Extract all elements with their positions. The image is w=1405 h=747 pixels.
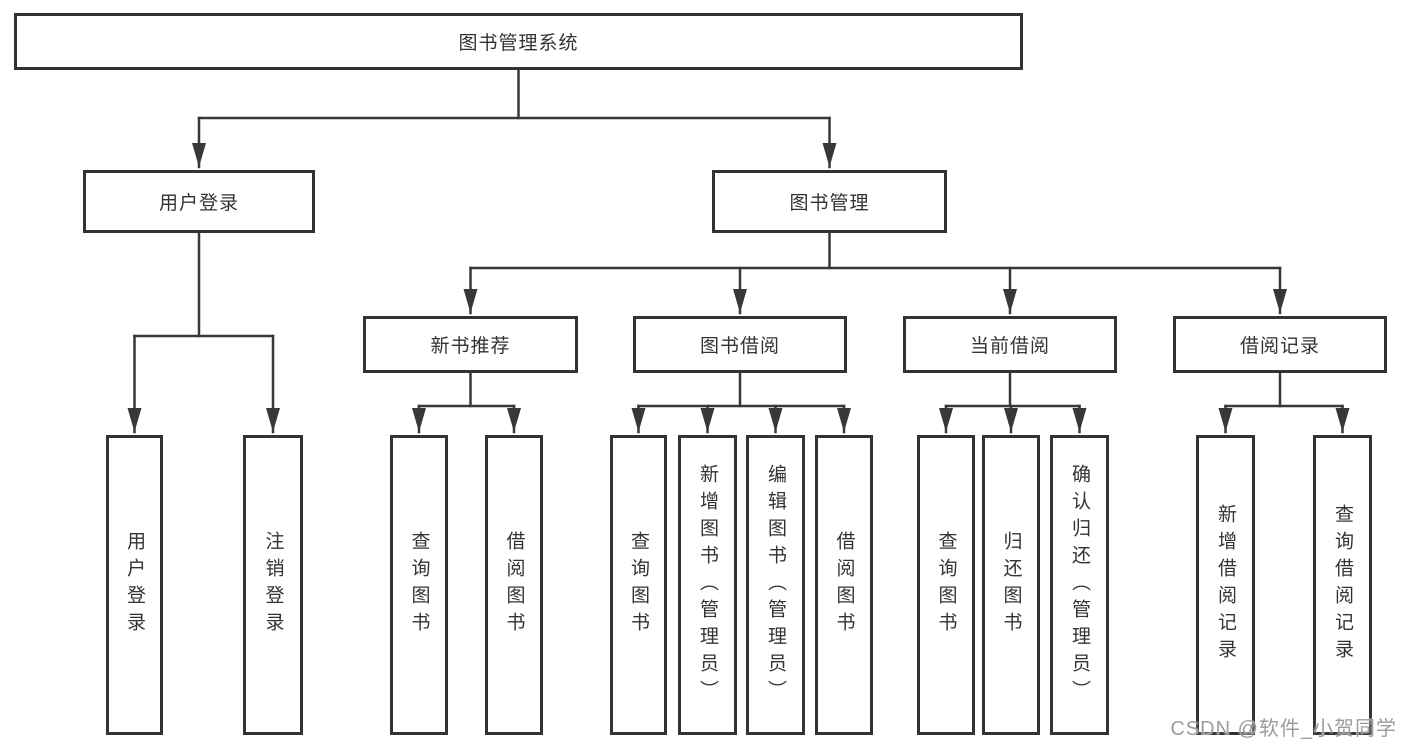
connector-book-borrow-children bbox=[631, 371, 851, 434]
node-new-book-recommend-label: 新书推荐 bbox=[430, 336, 511, 357]
node-borrow-records-label: 借阅记录 bbox=[1239, 336, 1320, 357]
node-leaf-edit-book-admin: 编辑图书（管理员） bbox=[746, 435, 805, 735]
node-leaf-add-borrow-record: 新增借阅记录 bbox=[1196, 435, 1255, 735]
node-leaf-query-books-recommend: 查询图书 bbox=[390, 435, 448, 735]
node-leaf-user-login-label: 用户登录 bbox=[124, 531, 145, 639]
node-leaf-query-books-borrow-label: 查询图书 bbox=[628, 531, 649, 639]
node-book-management: 图书管理 bbox=[712, 170, 947, 233]
node-book-borrow-label: 图书借阅 bbox=[699, 336, 780, 357]
node-leaf-borrow-books-recommend-label: 借阅图书 bbox=[503, 531, 525, 639]
node-leaf-edit-book-admin-label: 编辑图书（管理员） bbox=[765, 463, 786, 707]
node-new-book-recommend: 新书推荐 bbox=[363, 316, 578, 373]
connector-book-management-children bbox=[463, 231, 1287, 315]
csdn-watermark: CSDN @软件_小贺同学 bbox=[1170, 718, 1397, 740]
node-leaf-borrow-books: 借阅图书 bbox=[815, 435, 873, 735]
node-user-login: 用户登录 bbox=[83, 170, 315, 233]
node-leaf-query-books-borrow: 查询图书 bbox=[610, 435, 667, 735]
node-leaf-confirm-return-admin: 确认归还（管理员） bbox=[1050, 435, 1109, 735]
node-leaf-add-book-admin: 新增图书（管理员） bbox=[678, 435, 737, 735]
node-leaf-query-books-recommend-label: 查询图书 bbox=[408, 531, 430, 639]
node-leaf-borrow-books-label: 借阅图书 bbox=[833, 531, 855, 639]
node-leaf-confirm-return-admin-label: 确认归还（管理员） bbox=[1069, 463, 1090, 707]
node-user-login-label: 用户登录 bbox=[158, 193, 239, 214]
node-leaf-add-borrow-record-label: 新增借阅记录 bbox=[1215, 504, 1236, 666]
node-current-borrow: 当前借阅 bbox=[903, 316, 1117, 373]
node-root: 图书管理系统 bbox=[14, 13, 1023, 70]
node-leaf-query-books-current-label: 查询图书 bbox=[935, 531, 957, 639]
node-leaf-logout-label: 注销登录 bbox=[262, 531, 284, 639]
node-leaf-query-books-current: 查询图书 bbox=[917, 435, 975, 735]
node-leaf-query-borrow-record-label: 查询借阅记录 bbox=[1332, 504, 1353, 666]
node-book-borrow: 图书借阅 bbox=[633, 316, 847, 373]
node-root-label: 图书管理系统 bbox=[458, 33, 579, 54]
connector-root-to-level2 bbox=[192, 68, 837, 169]
connector-user-login-children bbox=[127, 231, 280, 434]
node-current-borrow-label: 当前借阅 bbox=[969, 336, 1050, 357]
node-leaf-logout: 注销登录 bbox=[243, 435, 303, 735]
node-book-management-label: 图书管理 bbox=[789, 193, 870, 214]
node-leaf-add-book-admin-label: 新增图书（管理员） bbox=[697, 463, 718, 707]
node-leaf-query-borrow-record: 查询借阅记录 bbox=[1313, 435, 1372, 735]
connector-new-book-children bbox=[412, 371, 521, 434]
node-leaf-return-books-label: 归还图书 bbox=[1000, 531, 1022, 639]
node-leaf-return-books: 归还图书 bbox=[982, 435, 1040, 735]
connector-borrow-records-children bbox=[1218, 371, 1350, 434]
node-leaf-borrow-books-recommend: 借阅图书 bbox=[485, 435, 543, 735]
node-leaf-user-login: 用户登录 bbox=[106, 435, 163, 735]
connector-current-borrow-children bbox=[939, 371, 1087, 434]
node-borrow-records: 借阅记录 bbox=[1173, 316, 1387, 373]
